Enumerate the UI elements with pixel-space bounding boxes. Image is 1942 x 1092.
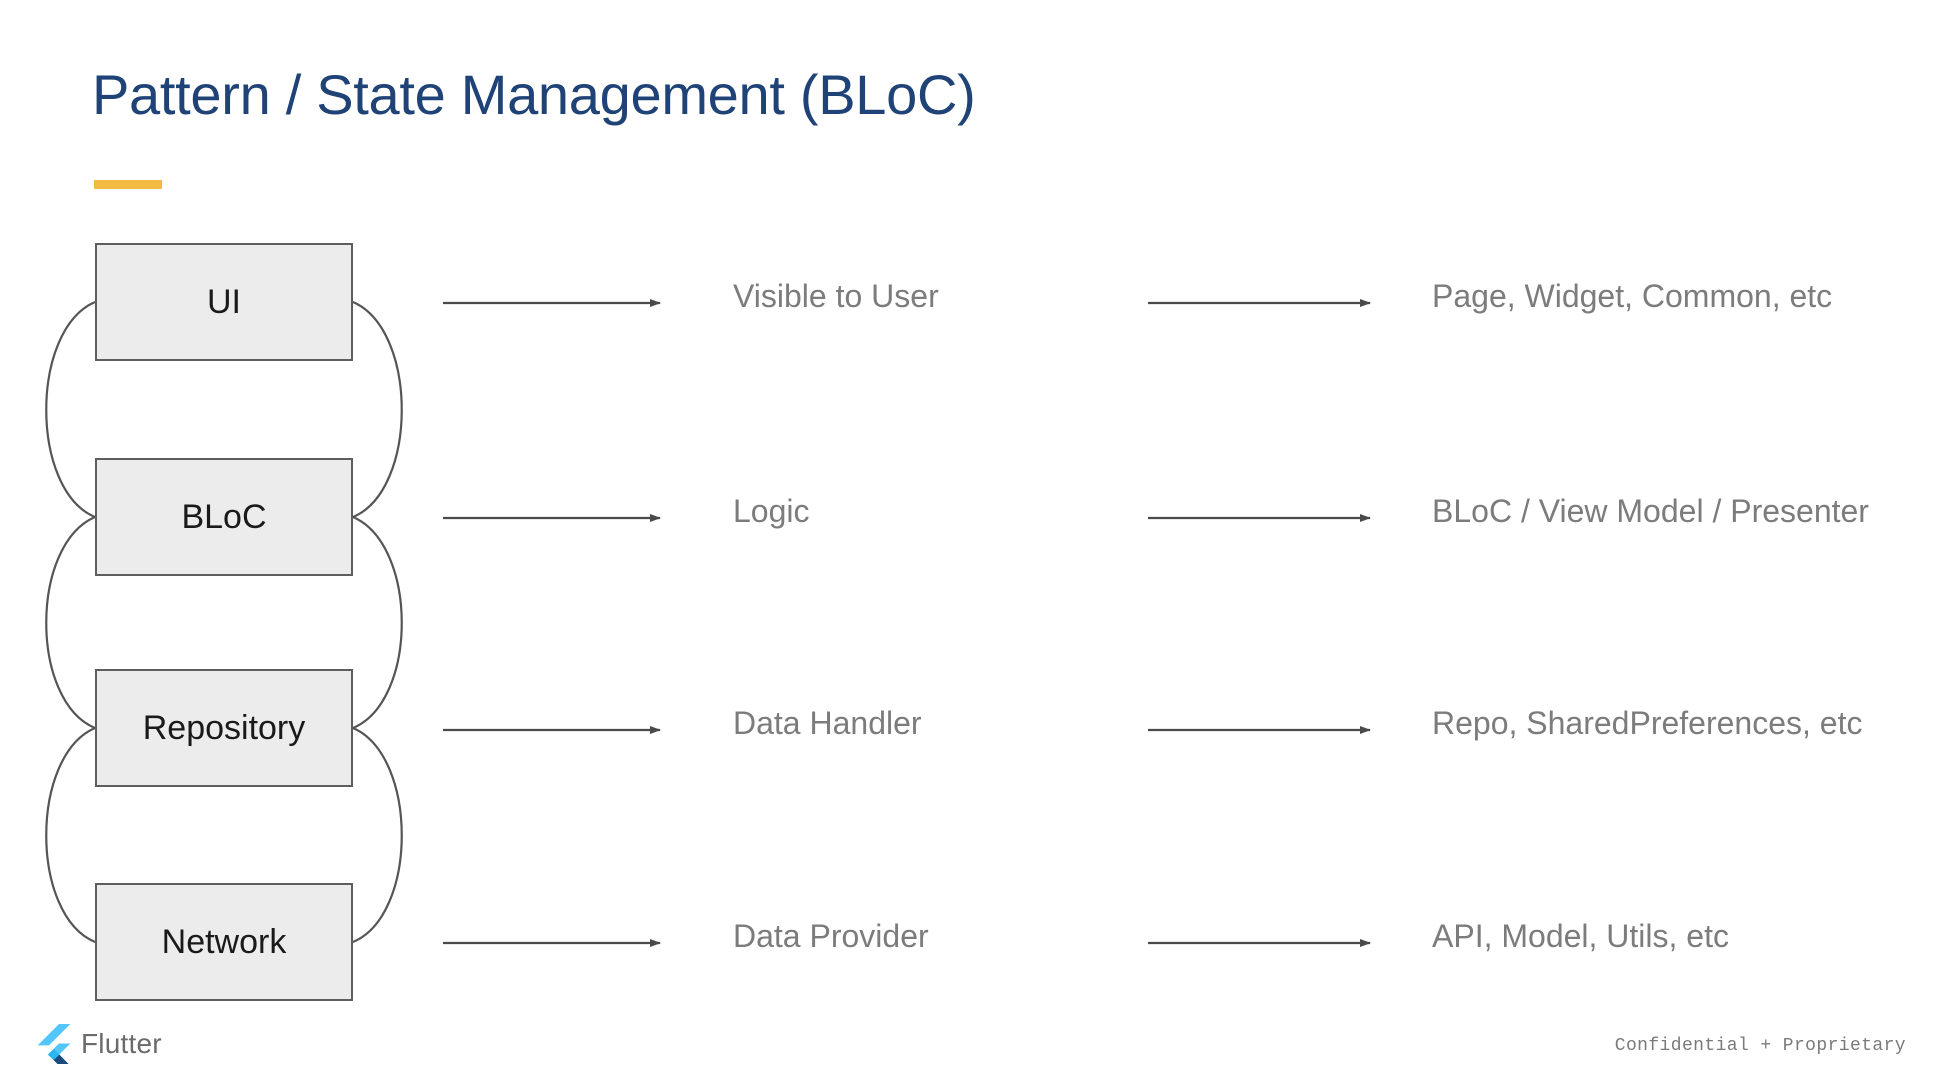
right-connector-arcs xyxy=(352,300,403,944)
flutter-logo-upper-shape xyxy=(37,1024,71,1046)
footer-brand: Flutter xyxy=(36,1024,162,1064)
flutter-logo-shadow-shape xyxy=(48,1048,60,1061)
title-accent-bar xyxy=(94,180,162,189)
arc-right-bloc-repository xyxy=(352,515,403,730)
arc-right-ui-bloc xyxy=(352,300,403,519)
layer-box-repository[interactable]: Repository xyxy=(95,669,353,787)
layer-box-ui[interactable]: UI xyxy=(95,243,353,361)
brand-name: Flutter xyxy=(81,1028,162,1059)
role-label-bloc: Logic xyxy=(733,493,810,529)
confidentiality-notice: Confidential + Proprietary xyxy=(1614,1036,1906,1056)
role-arrows xyxy=(443,299,661,947)
examples-label-network: API, Model, Utils, etc xyxy=(1432,918,1729,954)
examples-label-repository: Repo, SharedPreferences, etc xyxy=(1432,705,1863,741)
flutter-logo-icon xyxy=(37,1024,71,1064)
arc-right-repository-network xyxy=(352,726,403,944)
flutter-logo-dark-shape xyxy=(53,1054,69,1064)
role-label-ui: Visible to User xyxy=(733,278,939,314)
arc-left-repository-network xyxy=(45,726,96,944)
arc-left-bloc-repository xyxy=(45,515,96,730)
layer-box-bloc[interactable]: BLoC xyxy=(95,458,353,576)
examples-label-bloc: BLoC / View Model / Presenter xyxy=(1432,493,1869,529)
role-label-network: Data Provider xyxy=(733,918,929,954)
example-arrows xyxy=(1148,299,1371,947)
page-title: Pattern / State Management (BLoC) xyxy=(92,63,976,126)
arc-left-ui-bloc xyxy=(45,300,96,519)
role-label-repository: Data Handler xyxy=(733,705,922,741)
examples-label-ui: Page, Widget, Common, etc xyxy=(1432,278,1833,314)
left-connector-arcs xyxy=(45,300,96,944)
layer-box-network[interactable]: Network xyxy=(95,883,353,1001)
